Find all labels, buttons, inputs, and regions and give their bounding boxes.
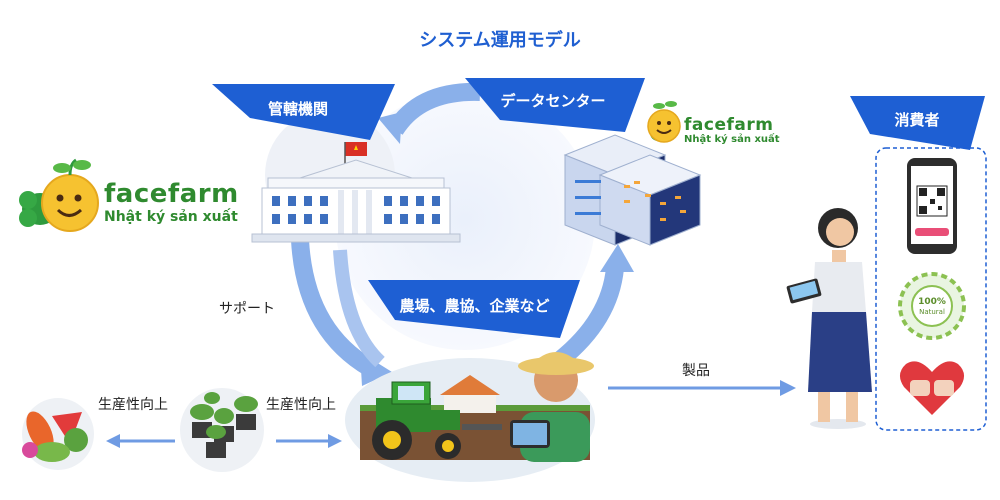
tractor-icon <box>372 381 502 460</box>
authority-banner <box>212 84 395 140</box>
facefarm-logo-left: facefarm Nhật ký sản xuất <box>104 180 239 226</box>
facefarm-logo-right: facefarm Nhật ký sản xuất <box>684 116 780 146</box>
logo-subtitle-text-small: Nhật ký sản xuất <box>684 134 780 145</box>
consumer-woman-icon <box>786 208 872 429</box>
datacenter-banner <box>465 78 645 132</box>
consumer-label: 消費者 <box>894 111 940 129</box>
consumer-banner <box>850 96 985 150</box>
growth-label-right: 生産性向上 <box>266 397 336 413</box>
cycle-arrow-top-head <box>378 112 402 144</box>
cycle-arrow-right-head <box>600 244 634 272</box>
facefarm-mascot-right-icon <box>647 101 681 143</box>
growth-label-left: 生産性向上 <box>98 397 168 413</box>
heart-health-icon <box>899 361 965 415</box>
facefarm-mascot-left-icon <box>19 158 99 232</box>
diagram-title: システム運用モデル <box>419 30 581 51</box>
farmer-icon <box>510 352 594 462</box>
logo-brand-text-small: facefarm <box>684 115 774 135</box>
government-building-icon <box>251 142 461 243</box>
product-label: 製品 <box>682 363 710 379</box>
logo-brand-text: facefarm <box>104 179 239 209</box>
cycle-arrow-right <box>554 266 624 368</box>
svg-text:Natural: Natural <box>919 308 945 316</box>
support-arrow <box>333 249 385 368</box>
consumer-info-box <box>875 147 987 431</box>
logo-subtitle-text: Nhật ký sản xuất <box>104 209 238 225</box>
smartphone-qr-icon <box>907 158 957 254</box>
producers-label: 農場、農協、企業など <box>399 297 550 315</box>
cycle-arrow-left <box>291 239 375 376</box>
support-label: サポート <box>219 301 275 317</box>
svg-text:100%: 100% <box>918 297 946 307</box>
vegetables-icon <box>22 398 94 470</box>
authority-label: 管轄機関 <box>267 100 328 118</box>
growth-arrow-right-head <box>328 434 342 448</box>
growth-arrow-left-head <box>106 434 120 448</box>
product-arrow-head <box>780 380 796 396</box>
server-rack-icon <box>563 134 702 246</box>
datacenter-label: データセンター <box>500 92 606 110</box>
producers-banner <box>368 280 580 338</box>
cycle-arrow-left-head <box>360 352 392 386</box>
seedlings-icon <box>180 388 264 472</box>
natural-food-badge-icon: 100% Natural <box>898 272 966 340</box>
